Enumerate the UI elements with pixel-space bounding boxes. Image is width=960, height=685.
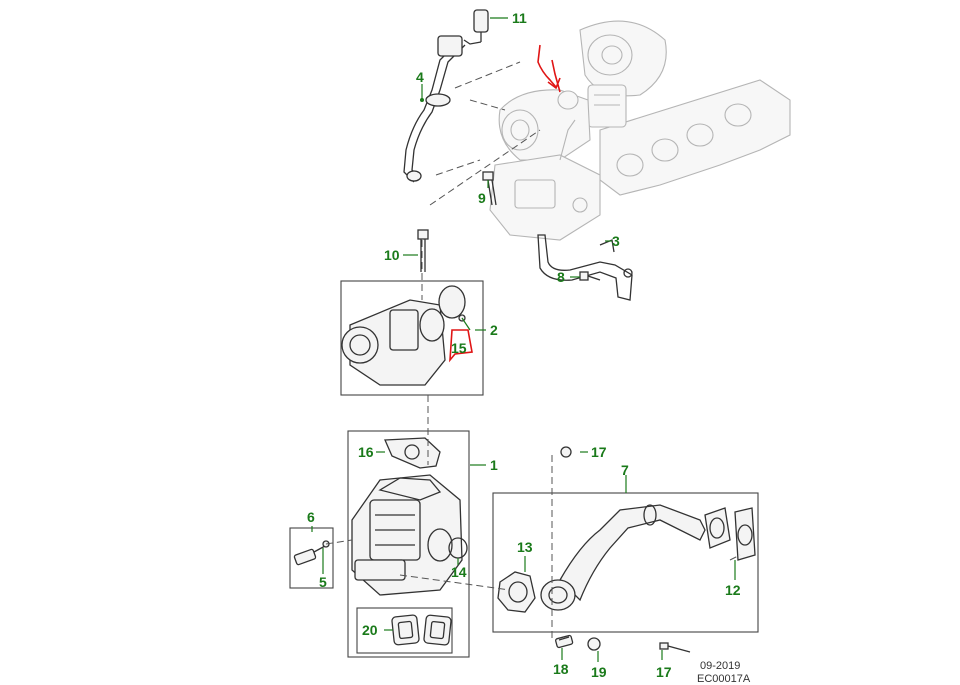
- egr-cooler-part-1: [351, 474, 463, 596]
- footer-date: 09-2019: [700, 660, 740, 672]
- callout-5: 5: [319, 574, 327, 590]
- group-box-part-1: [347, 430, 470, 658]
- group-box-part-20: [356, 607, 453, 654]
- bracket-part-3: [537, 234, 633, 301]
- callout-9: 9: [478, 190, 486, 206]
- callout-20: 20: [362, 622, 378, 638]
- callout-3: 3: [612, 233, 620, 249]
- leader-lines: [311, 17, 736, 662]
- stud-part-18: [555, 634, 574, 649]
- callout-2: 2: [490, 322, 498, 338]
- callout-18: 18: [553, 661, 569, 677]
- callout-7: 7: [621, 462, 629, 478]
- footer-code: EC00017A: [697, 673, 751, 685]
- bolt-part-17-upper: [560, 446, 572, 458]
- callout-19: 19: [591, 664, 607, 680]
- pipe-part-4: [403, 35, 466, 183]
- sensor-part-11: [463, 9, 489, 45]
- callout-14: 14: [451, 564, 467, 580]
- callout-16: 16: [358, 444, 374, 460]
- egr-pipe-part-7: [540, 504, 731, 611]
- callout-17-lower: 17: [656, 664, 672, 680]
- callout-13: 13: [517, 539, 533, 555]
- callout-8: 8: [557, 269, 565, 285]
- connection-lines: [325, 61, 741, 640]
- red-annotation: [449, 44, 561, 363]
- bolt-part-8: [579, 271, 601, 281]
- sensor-part-6: [293, 540, 330, 566]
- gasket-part-16: [384, 437, 441, 469]
- footer: 09-2019 EC00017A: [697, 660, 751, 685]
- gasket-part-13: [497, 571, 536, 613]
- gasket-part-12: [734, 507, 756, 561]
- callout-12: 12: [725, 582, 741, 598]
- callout-17-upper: 17: [591, 444, 607, 460]
- bolt-part-17-lower: [659, 642, 691, 653]
- bolt-part-10: [417, 229, 429, 272]
- callout-11: 11: [512, 10, 527, 26]
- callout-1: 1: [490, 457, 498, 473]
- gasket-pair-part-20: [391, 614, 452, 646]
- throttle-body-part-2: [341, 285, 466, 386]
- callout-6: 6: [307, 509, 315, 525]
- callout-15: 15: [451, 340, 467, 356]
- callout-10: 10: [384, 247, 400, 263]
- turbocharger-assembly: [489, 20, 791, 241]
- callout-4: 4: [416, 69, 424, 85]
- nut-part-19: [587, 637, 601, 651]
- group-box-part-2: [340, 280, 484, 396]
- callouts: 11 4 9 3 10 8 2 15 16 1 17 7 6 13 14 5 1…: [307, 10, 741, 680]
